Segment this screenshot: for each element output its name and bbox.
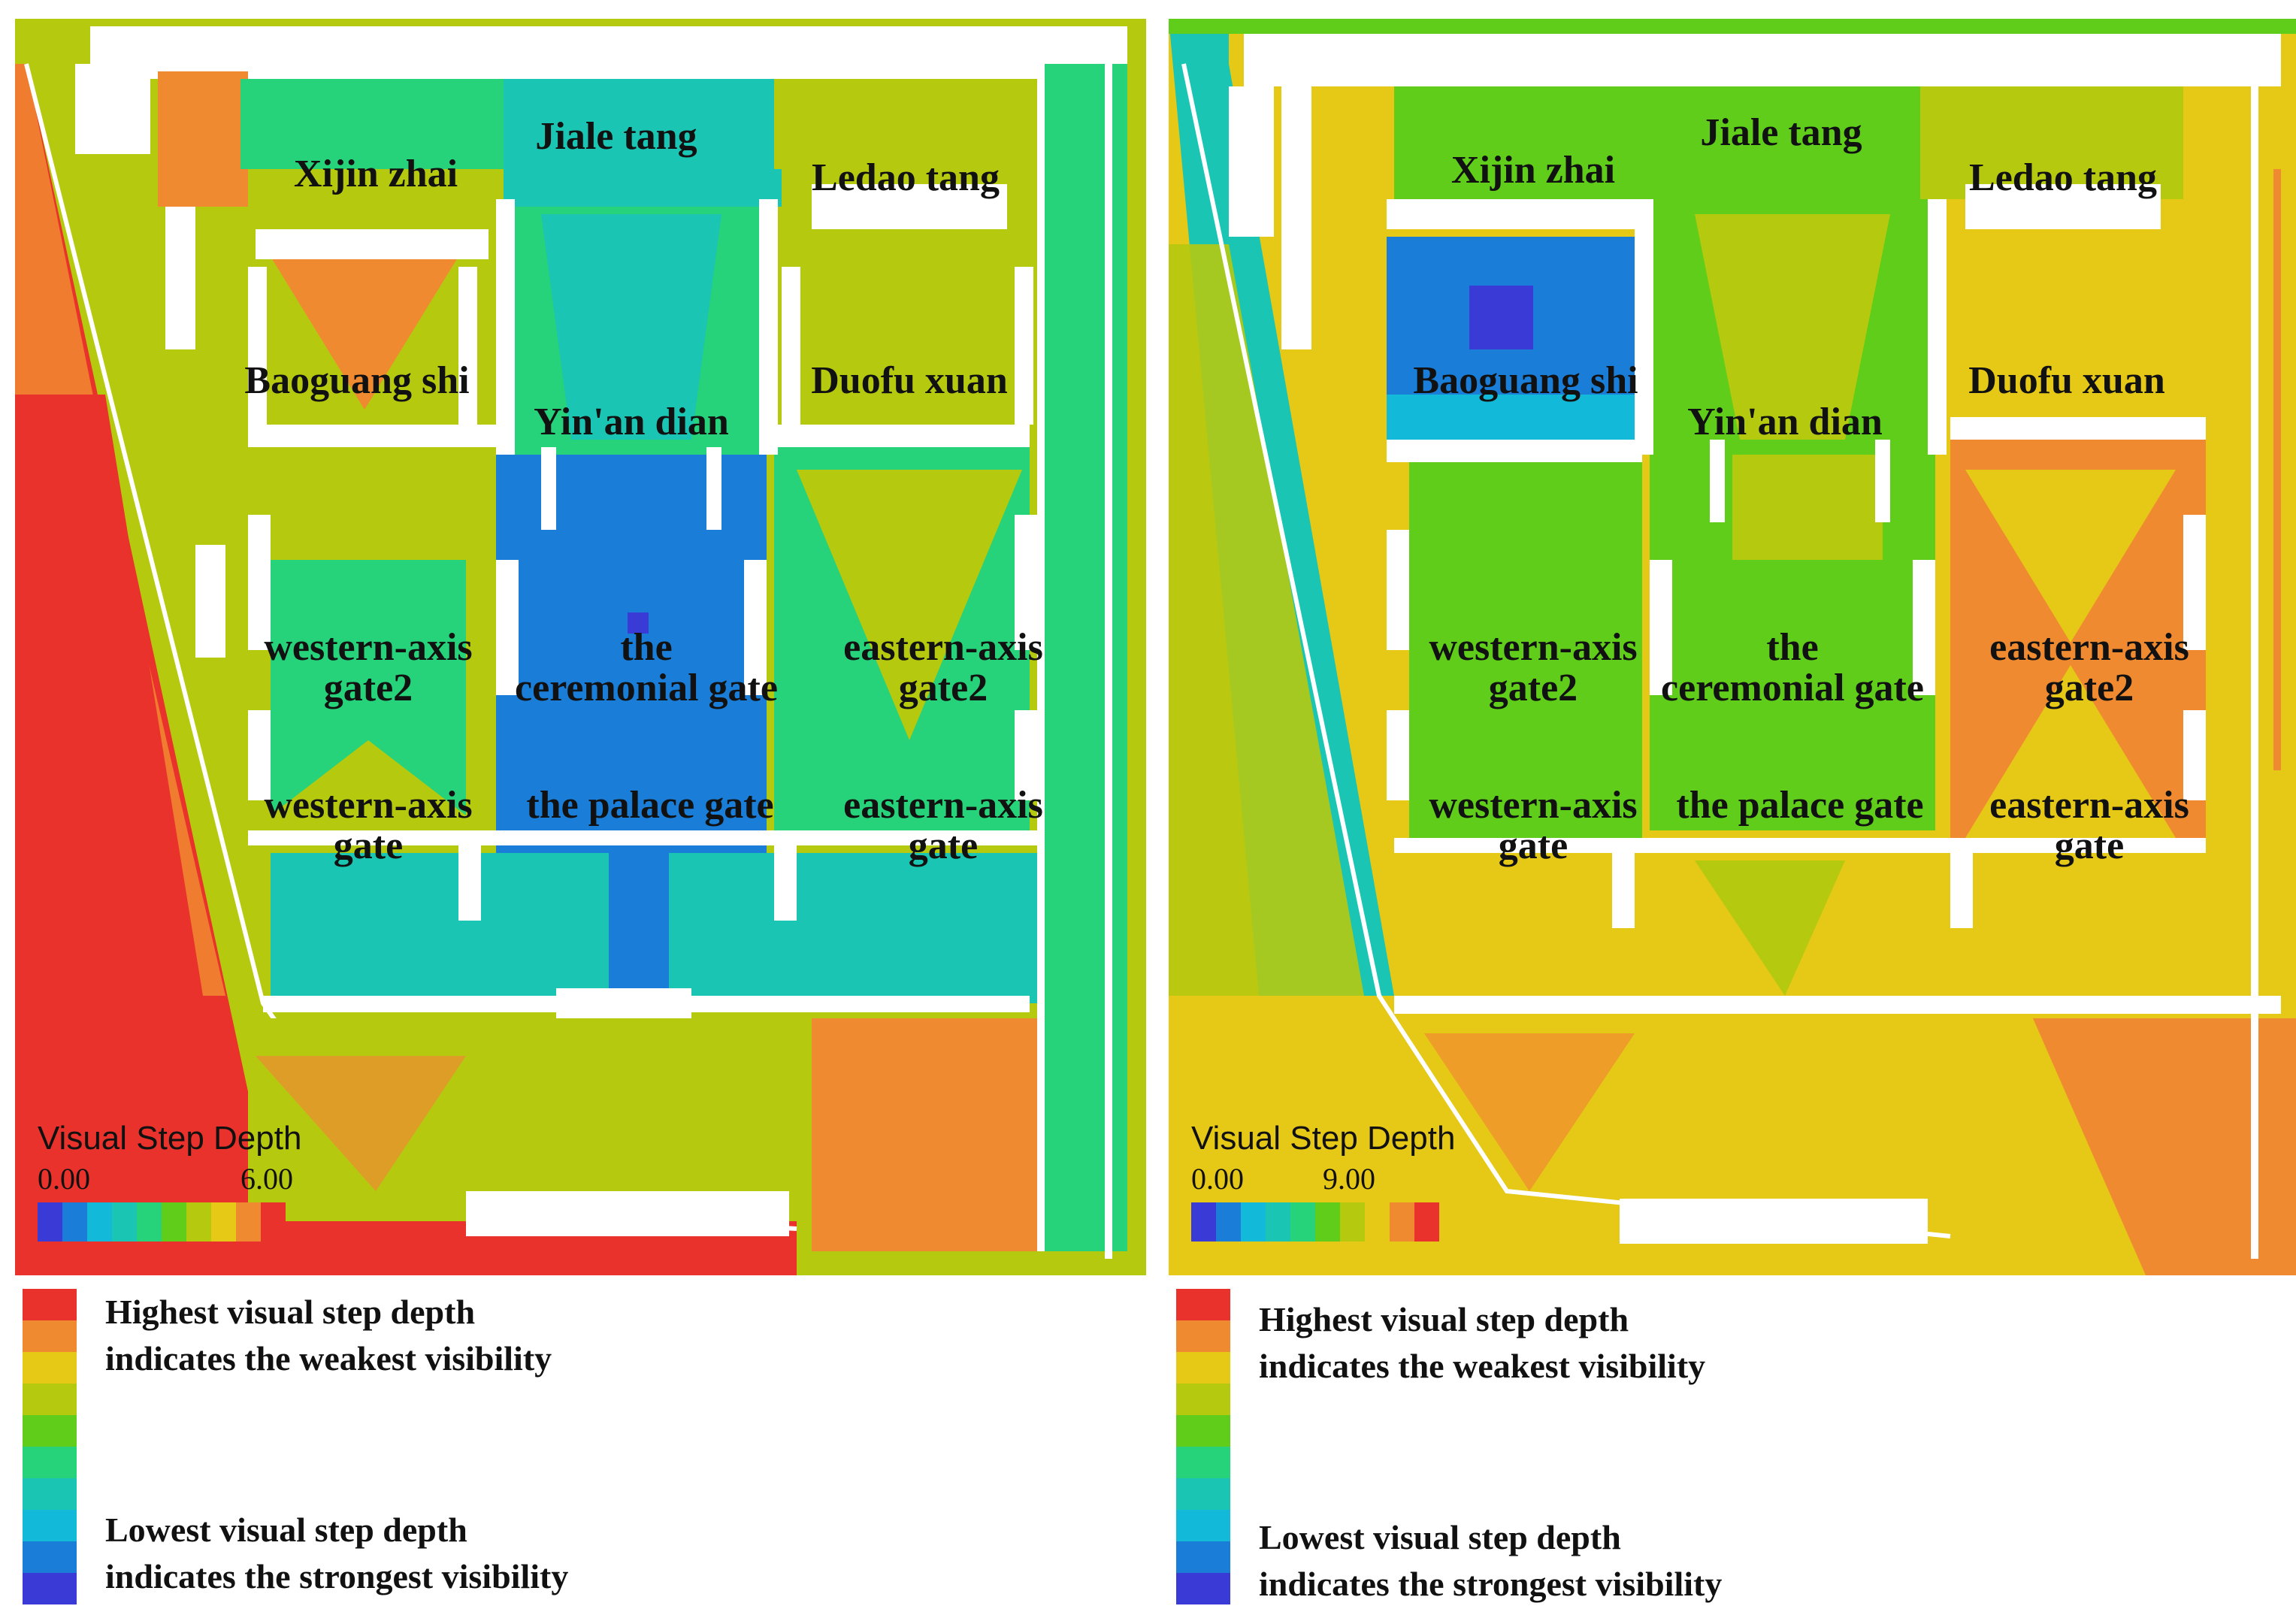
legend-swatch <box>1176 1510 1230 1541</box>
scale-title: Visual Step Depth <box>1191 1120 1456 1157</box>
scale-swatch <box>112 1202 137 1242</box>
legend-low-line2: indicates the strongest visibility <box>105 1557 569 1595</box>
label-duofu-xuan: Duofu xuan <box>811 359 1008 402</box>
label-palace-gate: the palace gate <box>1676 784 1924 827</box>
label-western-axis-gate2: western-axis gate2 <box>264 626 473 709</box>
scale-swatch <box>1191 1202 1216 1242</box>
label-xijin-zhai: Xijin zhai <box>293 153 458 195</box>
scale-bar-right <box>1191 1202 1439 1242</box>
scale-swatch <box>1241 1202 1266 1242</box>
legend-swatch <box>23 1352 77 1384</box>
legend-high-line1: Highest visual step depth <box>1259 1300 1629 1338</box>
legend-swatch <box>1176 1289 1230 1320</box>
scale-swatch <box>87 1202 112 1242</box>
legend-swatch <box>23 1541 77 1573</box>
scale-swatch <box>1266 1202 1290 1242</box>
legend-swatch <box>23 1289 77 1320</box>
scale-swatch <box>1315 1202 1340 1242</box>
label-western-axis-gate: western-axis gate <box>1429 784 1638 867</box>
label-eastern-axis-gate: eastern-axis gate <box>843 784 1043 867</box>
legend-left: Highest visual step depth indicates the … <box>15 1289 1146 1604</box>
scale-bar-left <box>38 1202 286 1242</box>
label-palace-gate: the palace gate <box>526 784 774 827</box>
scale-swatch <box>38 1202 62 1242</box>
label-xijin-zhai: Xijin zhai <box>1451 149 1616 192</box>
legend-swatch <box>23 1320 77 1352</box>
label-ledao-tang: Ledao tang <box>812 156 1000 199</box>
legend-swatch <box>1176 1478 1230 1510</box>
legend-swatch <box>23 1415 77 1447</box>
label-eastern-axis-gate: eastern-axis gate <box>1989 784 2189 867</box>
scale-title: Visual Step Depth <box>38 1120 302 1157</box>
scale-swatch <box>261 1202 286 1242</box>
scale-max: 6.00 <box>240 1162 293 1196</box>
legend-high-line1: Highest visual step depth <box>105 1293 476 1331</box>
label-duofu-xuan: Duofu xuan <box>1968 359 2165 402</box>
label-baoguang-shi: Baoguang shi <box>244 359 470 402</box>
legend-low-line1: Lowest visual step depth <box>1259 1518 1621 1556</box>
label-baoguang-shi: Baoguang shi <box>1413 359 1638 402</box>
legend-swatch <box>1176 1541 1230 1573</box>
label-yinan-dian: Yin'an dian <box>534 401 729 443</box>
scale-swatch <box>1340 1202 1365 1242</box>
scale-swatch <box>1290 1202 1315 1242</box>
legend-swatch <box>1176 1320 1230 1352</box>
scale-min: 0.00 <box>1191 1162 1244 1196</box>
visual-step-depth-map-left: Jiale tang Xijin zhai Ledao tang Baoguan… <box>15 19 1146 1275</box>
scale-swatch <box>162 1202 186 1242</box>
legend-swatch <box>1176 1415 1230 1447</box>
legend-swatch <box>1176 1447 1230 1478</box>
scale-swatch <box>186 1202 211 1242</box>
legend-swatch <box>1176 1573 1230 1604</box>
scale-swatch <box>1390 1202 1414 1242</box>
scale-swatch <box>137 1202 162 1242</box>
label-ceremonial-gate: the ceremonial gate <box>515 626 778 709</box>
label-jiale-tang: Jiale tang <box>535 115 697 158</box>
legend-swatch <box>23 1384 77 1415</box>
legend-swatch <box>23 1478 77 1510</box>
scale-swatch <box>211 1202 236 1242</box>
legend-low-line2: indicates the strongest visibility <box>1259 1565 1723 1603</box>
label-eastern-axis-gate2: eastern-axis gate2 <box>843 626 1043 709</box>
legend-swatches-right <box>1176 1289 1230 1604</box>
scale-swatch <box>1216 1202 1241 1242</box>
scale-swatch <box>236 1202 261 1242</box>
legend-swatch <box>1176 1384 1230 1415</box>
label-eastern-axis-gate2: eastern-axis gate2 <box>1989 626 2189 709</box>
legend-swatch <box>23 1573 77 1604</box>
legend-swatches-left <box>23 1289 77 1604</box>
legend-high-line2: indicates the weakest visibility <box>105 1339 552 1378</box>
legend-high-line2: indicates the weakest visibility <box>1259 1347 1706 1385</box>
map-graphic-left <box>15 19 1146 1275</box>
legend-swatch <box>23 1510 77 1541</box>
scale-swatch <box>1414 1202 1439 1242</box>
legend-right: Highest visual step depth indicates the … <box>1169 1289 2296 1604</box>
right-panel: Jiale tang Xijin zhai Ledao tang Baoguan… <box>1169 19 2296 1604</box>
legend-swatch <box>1176 1352 1230 1384</box>
label-western-axis-gate: western-axis gate <box>264 784 473 867</box>
visual-step-depth-map-right: Jiale tang Xijin zhai Ledao tang Baoguan… <box>1169 19 2296 1275</box>
label-ceremonial-gate: the ceremonial gate <box>1661 626 1924 709</box>
map-graphic-right <box>1169 19 2296 1275</box>
legend-low-line1: Lowest visual step depth <box>105 1511 467 1549</box>
label-western-axis-gate2: western-axis gate2 <box>1429 626 1638 709</box>
label-ledao-tang: Ledao tang <box>1969 156 2157 199</box>
scale-min: 0.00 <box>38 1162 90 1196</box>
scale-swatch <box>1365 1202 1390 1242</box>
scale-swatch <box>62 1202 87 1242</box>
label-jiale-tang: Jiale tang <box>1700 111 1862 154</box>
left-panel: Jiale tang Xijin zhai Ledao tang Baoguan… <box>15 19 1146 1604</box>
legend-swatch <box>23 1447 77 1478</box>
label-yinan-dian: Yin'an dian <box>1687 401 1883 443</box>
scale-max: 9.00 <box>1323 1162 1375 1196</box>
